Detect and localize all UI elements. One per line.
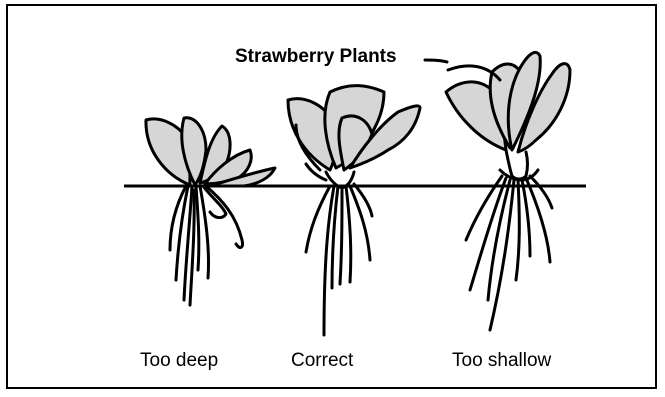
root — [516, 180, 519, 280]
root — [200, 186, 209, 278]
diagram-title: Strawberry Plants — [235, 46, 397, 68]
root — [522, 180, 530, 256]
label-correct: Correct — [291, 350, 353, 372]
plant-too-deep — [146, 118, 275, 305]
plant-too-shallow — [446, 52, 570, 330]
title-pointer — [425, 60, 447, 62]
plant-correct — [288, 86, 420, 335]
root — [350, 186, 370, 260]
label-too-deep: Too deep — [140, 350, 218, 372]
root — [196, 186, 199, 270]
crown — [506, 150, 528, 179]
root — [346, 186, 351, 282]
root — [340, 186, 342, 284]
label-too-shallow: Too shallow — [452, 350, 551, 372]
